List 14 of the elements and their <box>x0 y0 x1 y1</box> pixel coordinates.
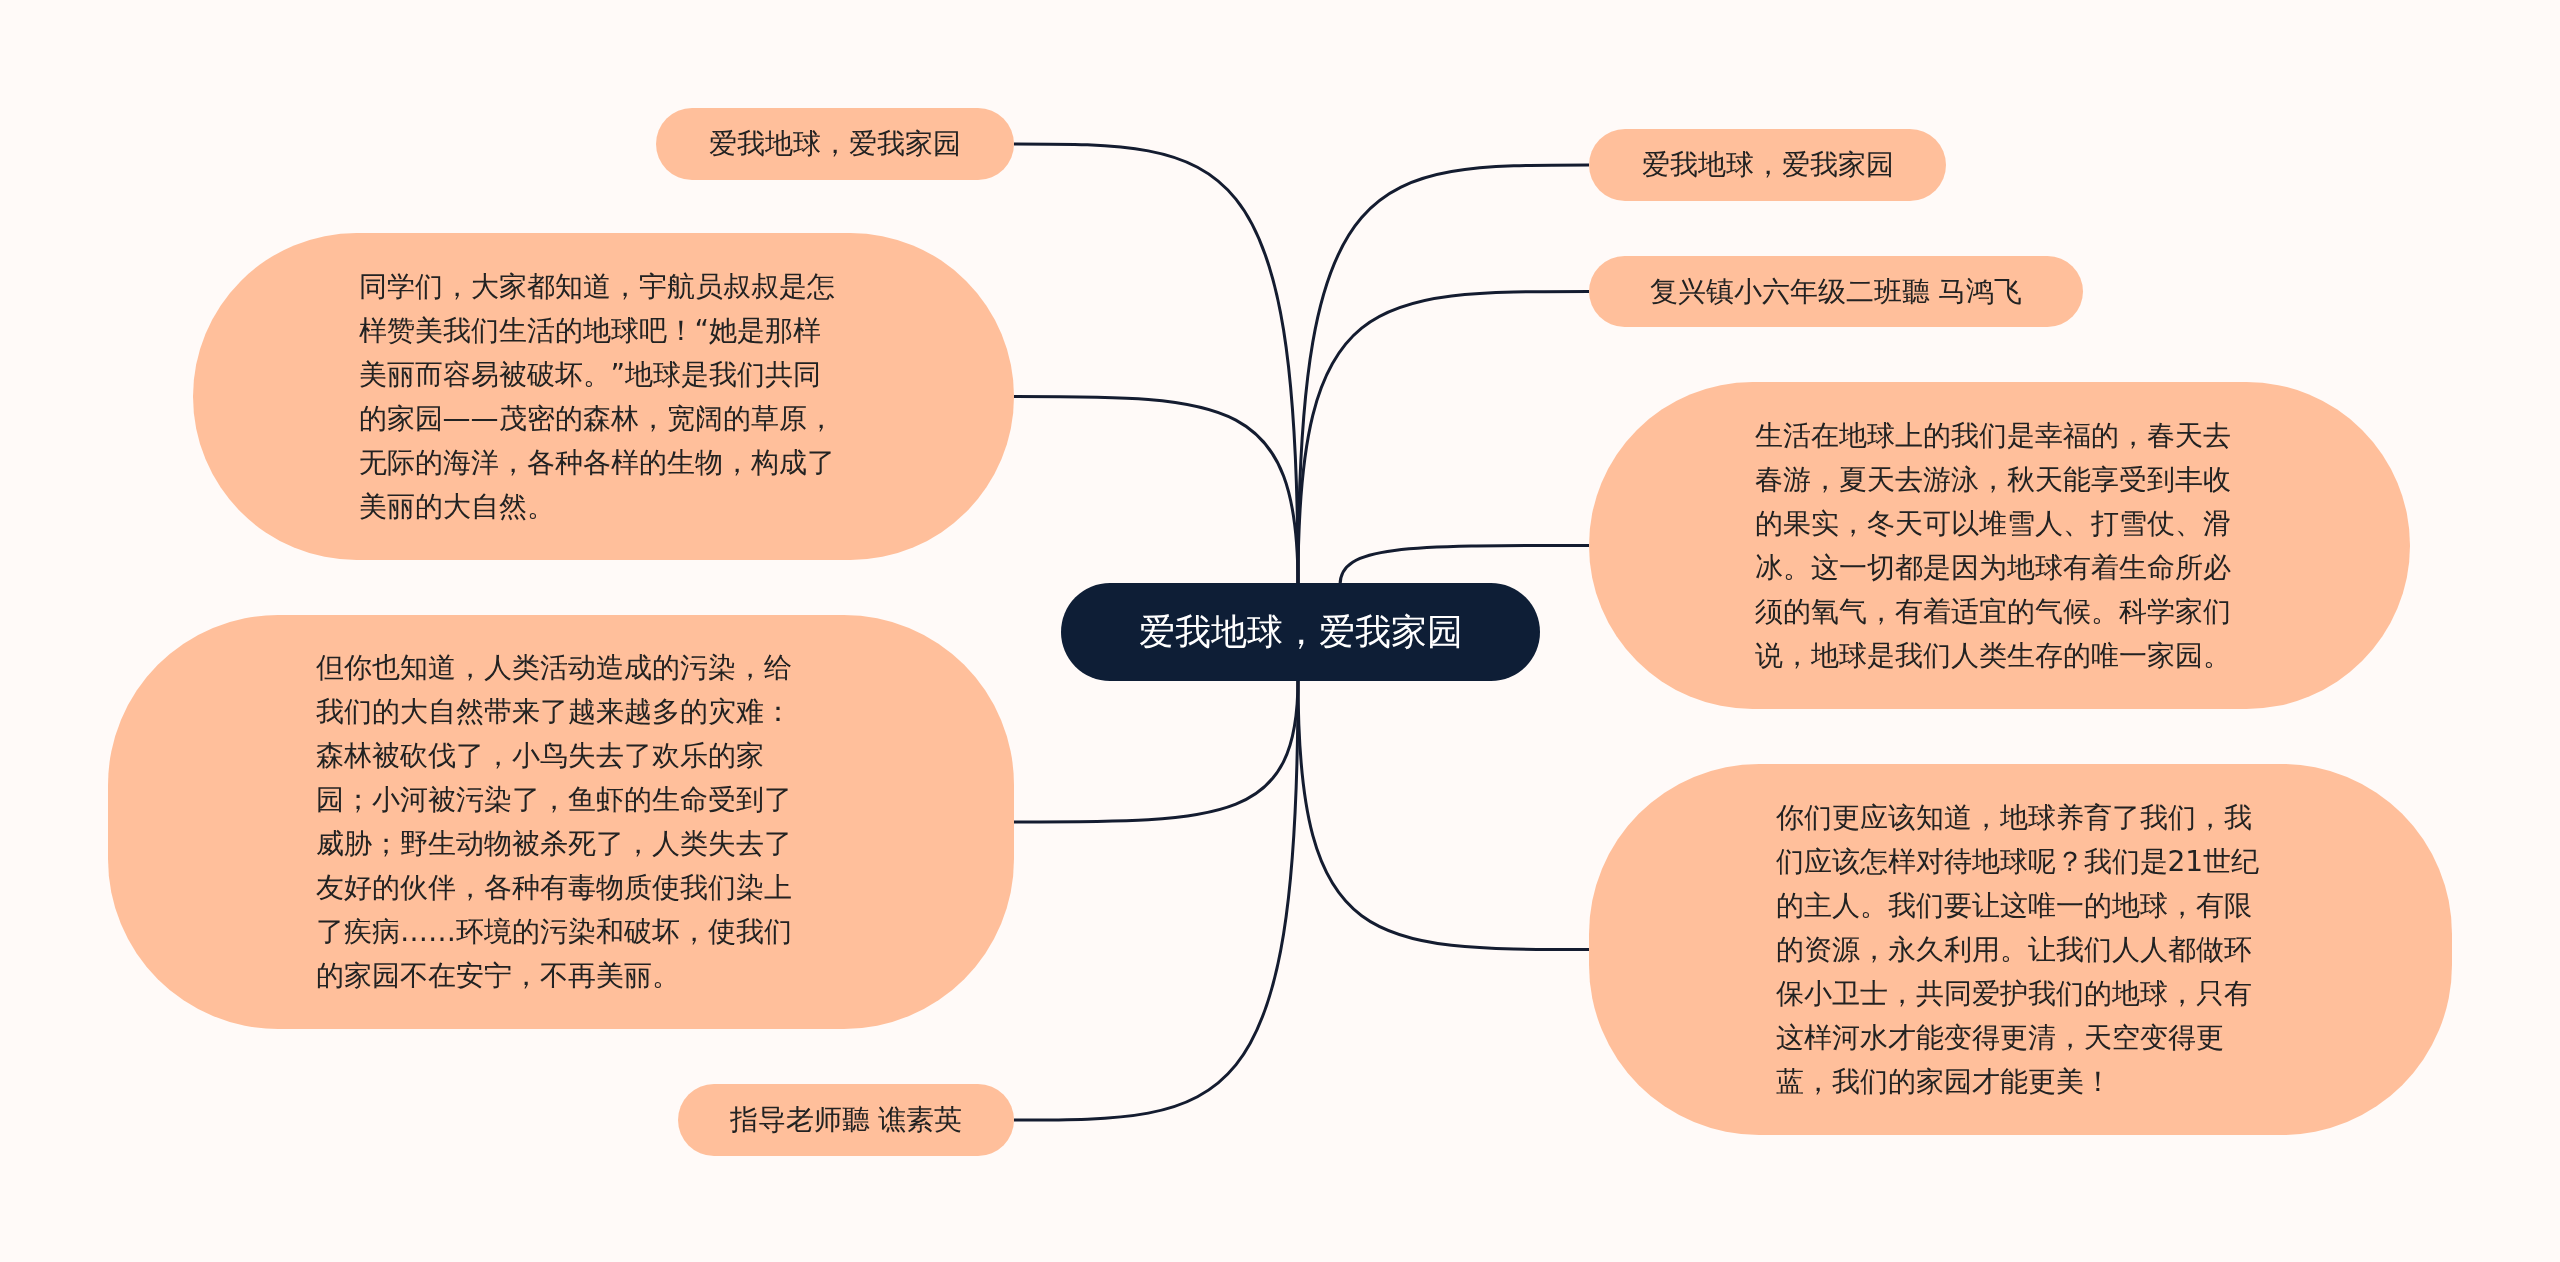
topic-text: 爱我地球，爱我家园 <box>709 126 961 162</box>
topic-paragraph: 但你也知道，人类活动造成的污染，给我们的大自然带来了越来越多的灾难：森林被砍伐了，小鸟失去了欢乐的家园；小河被污染了，鱼虾的生命受到了威胁；野生动物被杀死了，人类失去了友好的伙伴，各种有毒物质使我们染上了疾病……环境的污染和破坏，使我们的家园不在安宁，不再美丽。 <box>316 650 793 994</box>
topic-text: 指导老师聽 谯素英 <box>729 1102 963 1138</box>
topic-paragraph: 你们更应该知道，地球养育了我们，我们应该怎样对待地球呢？我们是21世纪的主人。我们要让这唯一的地球，有限的资源，永久利用。让我们人人都做环保小卫士，共同爱护我们的地球，只有这样河水才能变得更清，天空变得更蓝，我们的家园才能更美！ <box>1775 799 2261 1100</box>
connector <box>1296 290 1589 586</box>
connector <box>1338 544 1589 586</box>
topic-paragraph: 生活在地球上的我们是幸福的，春天去春游，夏天去游泳，秋天能享受到丰收的果实，冬天可以堆雪人、打雪仗、滑冰。这一切都是因为地球有着生命所必须的氧气，有着适宜的气候。科学家们说，地球是我们人类生存的唯一家园。 <box>1754 417 2232 674</box>
connector <box>1296 678 1589 951</box>
connector <box>1014 678 1300 1122</box>
topic-text: 爱我地球，爱我家园 <box>1641 147 1894 183</box>
connector <box>1014 395 1300 586</box>
topic-paragraph: 同学们，大家都知道，宇航员叔叔是怎样赞美我们生活的地球吧！“她是那样美丽而容易被破坏。”地球是我们共同的家园——茂密的森林，宽阔的草原，无际的海洋，各种各样的生物，构成了美丽的大自然。 <box>358 268 836 525</box>
topic-text: 爱我地球，爱我家园 <box>1138 610 1463 654</box>
topic-text: 复兴镇小六年级二班聽 马鸿飞 <box>1649 273 2023 310</box>
